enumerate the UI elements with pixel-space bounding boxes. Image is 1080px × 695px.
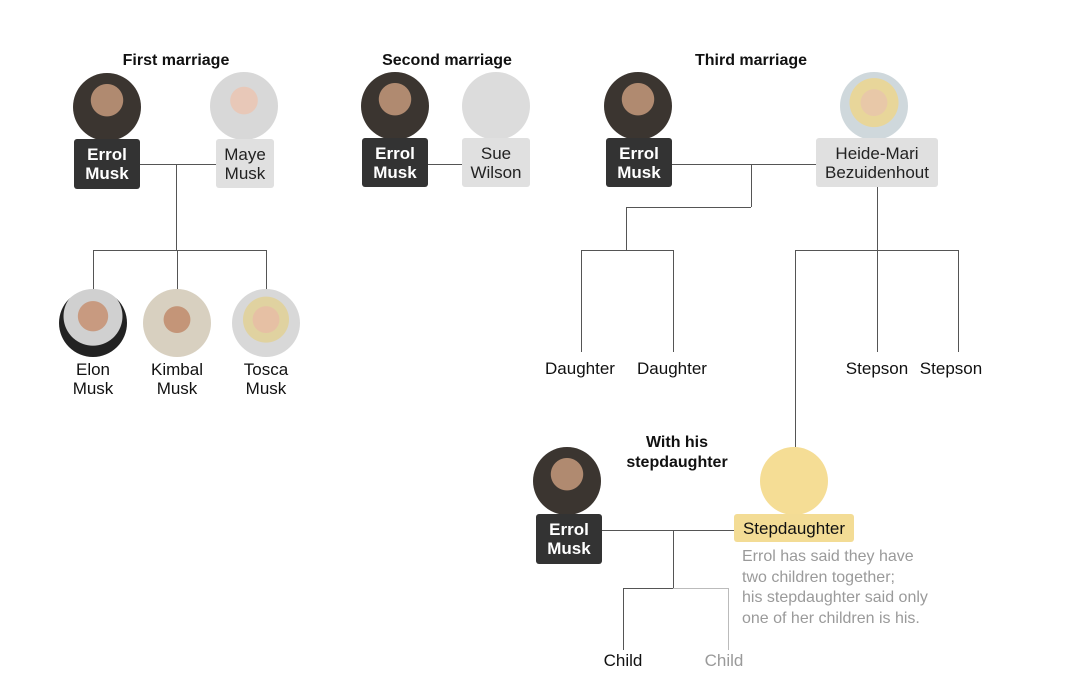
- tosca-photo: [232, 289, 300, 357]
- errol-photo: [604, 72, 672, 140]
- child-label: Child: [603, 651, 643, 670]
- connector-uncertain: [673, 588, 729, 589]
- connector: [672, 164, 816, 165]
- daughter-label: Daughter: [545, 359, 615, 378]
- connector-uncertain: [728, 588, 729, 650]
- errol-photo: [533, 447, 601, 515]
- connector: [795, 250, 958, 251]
- third-marriage-title: Third marriage: [694, 52, 808, 69]
- sue-photo-placeholder: [462, 72, 530, 140]
- errol-photo: [73, 73, 141, 141]
- connector: [176, 164, 177, 250]
- stepson-label: Stepson: [919, 359, 983, 378]
- kimbal-photo: [143, 289, 211, 357]
- connector: [877, 187, 878, 250]
- connector: [877, 250, 878, 352]
- connector: [177, 250, 178, 290]
- connector: [626, 207, 627, 250]
- connector: [958, 250, 959, 352]
- elon-photo: [59, 289, 127, 357]
- connector: [93, 250, 94, 290]
- maye-photo: [210, 72, 278, 140]
- connector: [93, 250, 266, 251]
- stepson-label: Stepson: [845, 359, 909, 378]
- heide-photo: [840, 72, 908, 140]
- errol-photo: [361, 72, 429, 140]
- connector: [581, 250, 673, 251]
- stepdaughter-photo-placeholder: [760, 447, 828, 515]
- connector: [581, 250, 582, 352]
- first-marriage-title: First marriage: [122, 52, 230, 69]
- connector: [673, 250, 674, 352]
- connector: [751, 164, 752, 207]
- connector: [626, 207, 751, 208]
- connector: [795, 250, 796, 447]
- connector: [602, 530, 734, 531]
- connector: [623, 588, 673, 589]
- child-label-disputed: Child: [704, 651, 744, 670]
- connector: [623, 588, 624, 650]
- stepdaughter-box: Stepdaughter: [734, 514, 854, 542]
- connector: [266, 250, 267, 290]
- second-marriage-title: Second marriage: [382, 52, 512, 69]
- connector: [428, 164, 462, 165]
- connector: [673, 530, 674, 588]
- daughter-label: Daughter: [637, 359, 707, 378]
- connector: [140, 164, 216, 165]
